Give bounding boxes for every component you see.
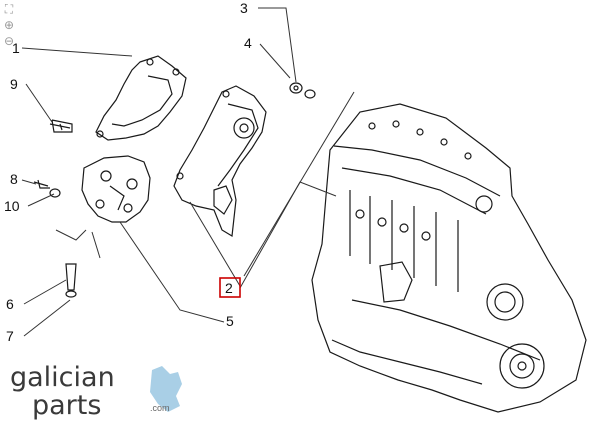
fit-screen-icon[interactable]: ⛶ bbox=[4, 2, 14, 16]
engine-bracket[interactable] bbox=[81, 155, 151, 223]
nut-7[interactable] bbox=[65, 290, 77, 298]
logo-map-shape bbox=[150, 366, 182, 412]
callout-9[interactable]: 9 bbox=[10, 76, 18, 92]
stud-6[interactable] bbox=[65, 263, 77, 291]
washer-3[interactable] bbox=[304, 89, 316, 99]
zoom-out-icon[interactable]: ⊖ bbox=[3, 34, 15, 48]
leader-lines bbox=[21, 7, 355, 337]
callout-6[interactable]: 6 bbox=[6, 296, 14, 312]
zoom-in-icon[interactable]: ⊕ bbox=[3, 18, 15, 32]
logo-line2: parts bbox=[32, 390, 101, 421]
bolt-8[interactable] bbox=[33, 179, 50, 189]
logo-domain: .com bbox=[150, 403, 170, 413]
callout-4[interactable]: 4 bbox=[244, 35, 252, 51]
washer-10[interactable] bbox=[49, 188, 61, 198]
galicianparts-logo: galician parts .com bbox=[10, 362, 182, 421]
engine-block[interactable] bbox=[311, 103, 587, 413]
callout-5[interactable]: 5 bbox=[226, 313, 234, 329]
bolt-9[interactable] bbox=[49, 119, 73, 133]
callout-2[interactable]: 2 bbox=[225, 280, 233, 296]
selected-callout-highlight bbox=[219, 277, 241, 298]
callout-7[interactable]: 7 bbox=[6, 328, 14, 344]
nut-4[interactable] bbox=[289, 82, 303, 94]
logo-line1: galician bbox=[10, 362, 115, 393]
callout-8[interactable]: 8 bbox=[10, 171, 18, 187]
callout-3[interactable]: 3 bbox=[240, 0, 248, 16]
timing-cover-rear[interactable] bbox=[95, 55, 187, 141]
callout-1[interactable]: 1 bbox=[12, 40, 20, 56]
timing-cover-front[interactable] bbox=[173, 85, 267, 237]
zoom-toolbar: ⛶ ⊕ ⊖ bbox=[2, 2, 20, 50]
callout-10[interactable]: 10 bbox=[4, 198, 20, 214]
